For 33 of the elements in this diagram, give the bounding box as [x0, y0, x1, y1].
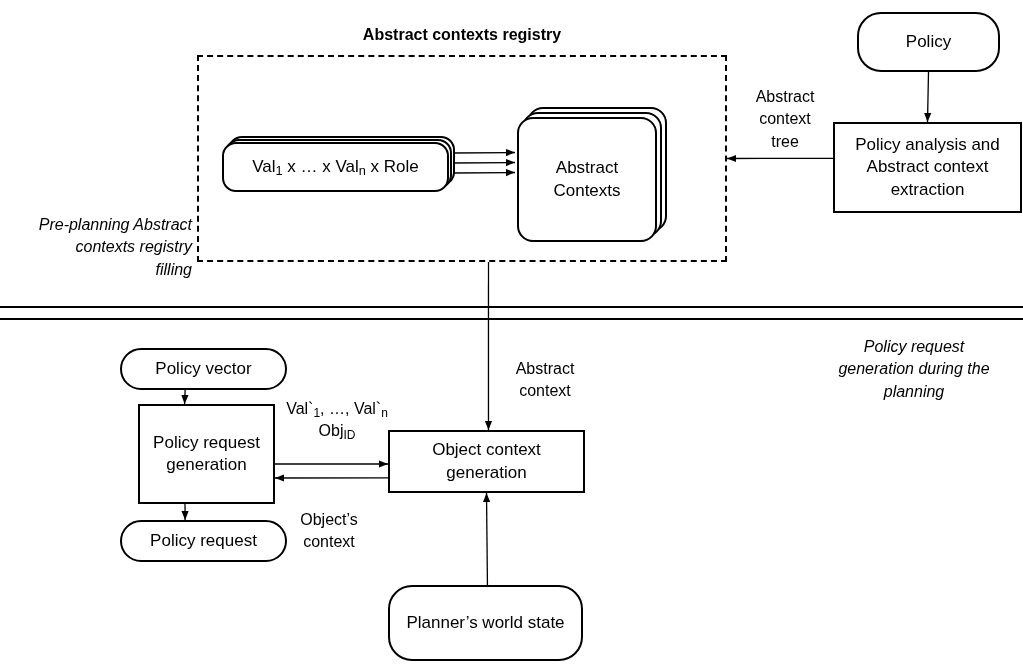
terminal-box [857, 12, 1000, 72]
node-label: Val$_{1}$ x … x Val$_{n}$ x Role [252, 155, 419, 179]
phase-note: Pre-planning Abstract contexts registry filling [37, 215, 192, 280]
arrow [484, 261, 493, 431]
edge-label: Val`$_{1}$, …, Val`$_{n}$ Obj$_{ID}$ [285, 399, 389, 443]
arrow [726, 154, 834, 163]
edge-label: Abstract context tree [754, 87, 816, 152]
node-label: Object context generation [431, 439, 542, 484]
arrow [482, 492, 491, 586]
edge-label: Abstract context [514, 359, 576, 402]
process-box [833, 122, 1022, 213]
node-label: Policy request [150, 529, 257, 552]
node-label: Abstract Contexts [552, 157, 622, 202]
arrow [181, 503, 189, 521]
process-box [138, 404, 275, 504]
edge-label: Object’s context [299, 510, 359, 553]
terminal-box [120, 348, 287, 390]
process-box [388, 430, 585, 493]
node-label: Policy request generation [152, 431, 261, 476]
arrow [181, 389, 189, 405]
terminal-box [388, 585, 583, 661]
phase-note: Policy request generation during the planning [838, 337, 990, 402]
arrow [274, 460, 389, 468]
group-title: Abstract contexts registry [361, 25, 563, 45]
arrow [924, 71, 932, 123]
node-label: Planner’s world state [406, 611, 565, 634]
node-label: Policy vector [155, 357, 252, 380]
node-label: Policy [905, 30, 952, 53]
stacked-card [517, 117, 657, 242]
arrow [274, 474, 389, 482]
node-label: Policy analysis and Abstract context extraction [854, 134, 1001, 201]
stacked-rounded-box [222, 142, 449, 192]
terminal-box [120, 520, 287, 562]
